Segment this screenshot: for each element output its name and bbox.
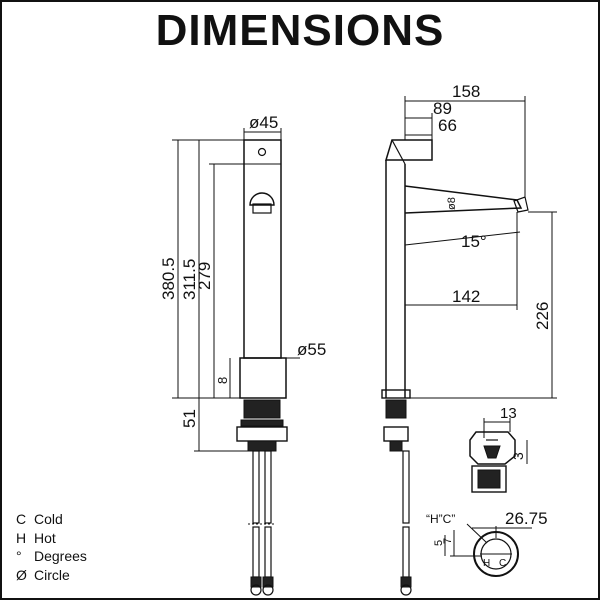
overall-reach-label: 158 (452, 82, 480, 101)
side-view (381, 96, 557, 596)
spout-angle-label: 15° (461, 232, 487, 251)
legend-item-hot: H Hot (16, 529, 87, 548)
front-tap-body (243, 139, 282, 359)
legend-item-circle: Ø Circle (16, 566, 87, 585)
thread-depth-label: 51 (180, 409, 199, 428)
side-handle (384, 139, 433, 161)
front-hose-left-lower (252, 526, 260, 578)
side-mount-nut (383, 426, 409, 442)
front-spout-outlet (249, 192, 275, 206)
front-mount-washer (240, 419, 284, 427)
side-spout (404, 185, 523, 214)
front-mount-nut (236, 426, 288, 442)
front-hose-right-lower (264, 526, 272, 578)
front-mount-thread (243, 399, 281, 419)
front-top-diameter-label: ø45 (249, 113, 278, 132)
spout-height-label: 226 (533, 302, 552, 330)
height-tube-label: 279 (195, 262, 214, 290)
front-hose-right (264, 450, 272, 524)
side-mount-collar (389, 440, 403, 452)
spout-diameter-label: ø8 (446, 197, 458, 210)
top-diameter-label: 26.75 (505, 509, 548, 528)
spout-reach-label: 142 (452, 287, 480, 306)
front-view (172, 128, 300, 596)
base-height-label: 8 (215, 377, 230, 384)
top-hc-label: “H”C” (426, 512, 455, 526)
legend-symbol: C (16, 511, 27, 527)
handle-reach-label: 89 (433, 99, 452, 118)
detail-thread (471, 465, 507, 493)
detail-width-label: 13 (500, 405, 517, 422)
front-hose-end-right (262, 584, 274, 596)
legend-item-cold: C Cold (16, 510, 87, 529)
detail-thread-fill (477, 469, 501, 489)
front-indicator-dot (257, 147, 267, 157)
side-handle-edge (391, 139, 406, 165)
height-body-label: 311.5 (180, 259, 199, 300)
height-total-label: 380.5 (159, 257, 178, 300)
legend-symbol: ° (16, 548, 22, 564)
legend-item-degrees: ° Degrees (16, 547, 87, 566)
front-base-flange (239, 357, 287, 399)
page-title: DIMENSIONS (155, 6, 445, 55)
detail-view (469, 418, 528, 493)
side-hose (402, 450, 410, 524)
top-view (444, 523, 532, 577)
front-hose-fitting-left (250, 576, 262, 588)
detail-notch (483, 445, 501, 459)
front-base-diameter-label: ø55 (297, 340, 326, 359)
side-spout-tip (513, 196, 529, 213)
legend-text: Hot (34, 529, 56, 546)
front-hose-left (252, 450, 260, 524)
front-hose-fitting-right (262, 576, 274, 588)
legend: C Cold H Hot ° Degrees Ø Circle (16, 510, 87, 584)
legend-text: Degrees (34, 548, 87, 564)
legend-text: Cold (34, 511, 63, 527)
front-mount-collar (247, 440, 277, 452)
legend-symbol: Ø (16, 566, 27, 583)
side-hose-end (400, 584, 412, 596)
top-offset-a-label: 5 (433, 540, 445, 546)
detail-cartridge-body (469, 431, 516, 465)
side-base (381, 389, 411, 399)
top-hc-leader (466, 523, 488, 544)
front-hose-end-left (250, 584, 262, 596)
legend-text: Circle (34, 566, 70, 583)
legend-symbol: H (16, 529, 27, 546)
side-mount-thread (385, 399, 407, 419)
top-offset-b-label: 7 (442, 538, 454, 544)
detail-step-label: 3 (510, 452, 526, 460)
front-aerator (252, 203, 272, 214)
side-hose-fitting (400, 576, 412, 588)
dim-15-line (404, 231, 521, 246)
handle-offset-label: 66 (438, 116, 457, 135)
side-hose-lower (402, 526, 410, 578)
top-h-marker: H (483, 558, 490, 569)
top-c-marker: C (499, 558, 506, 569)
